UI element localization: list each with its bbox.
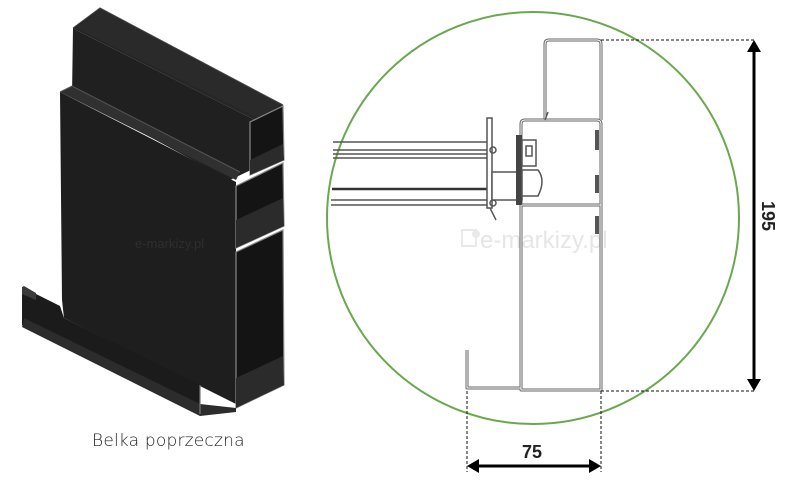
height-dimension: 195 bbox=[601, 39, 778, 392]
watermark-logo bbox=[461, 229, 480, 247]
width-value: 75 bbox=[522, 442, 542, 462]
profile-3d-render: e-markizy.pl bbox=[22, 7, 285, 416]
profile-watermark: e-markizy.pl bbox=[135, 236, 204, 251]
height-value: 195 bbox=[758, 201, 778, 231]
arm-bracket bbox=[331, 117, 543, 221]
highlight-circle bbox=[326, 11, 740, 425]
cross-section-watermark: e-markizy.pl bbox=[480, 227, 608, 254]
cross-section-drawing: e-markizy.pl bbox=[326, 11, 778, 473]
width-dimension: 75 bbox=[466, 391, 602, 473]
profile-caption: Belka poprzeczna bbox=[92, 431, 245, 451]
